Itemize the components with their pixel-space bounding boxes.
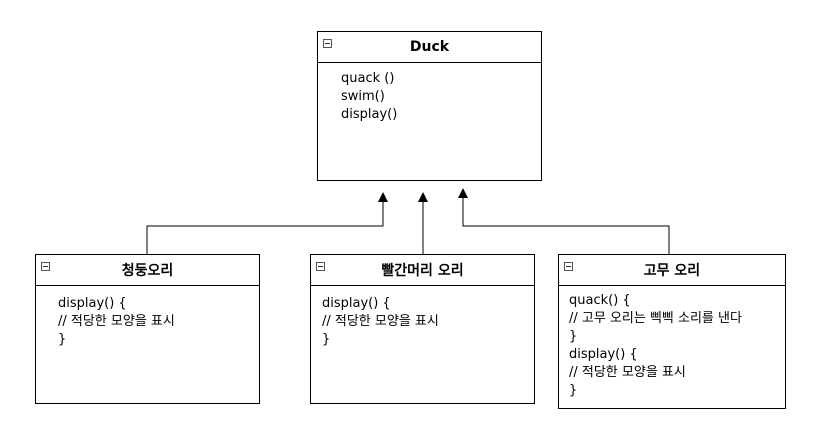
method-swim: swim() [341, 89, 385, 104]
arrow-child1-to-duck [146, 192, 388, 254]
class-header-rubber-duck: 고무 오리 [559, 255, 785, 286]
class-title-duck: Duck [409, 39, 450, 55]
collapse-icon[interactable] [316, 262, 325, 271]
code-line: // 적당한 모양을 표시 [569, 365, 686, 380]
class-box-rubber-duck[interactable]: 고무 오리 quack() { // 고무 오리는 삑삑 소리를 낸다 } di… [558, 254, 786, 409]
class-box-redhead[interactable]: 빨간머리 오리 display() { // 적당한 모양을 표시 } [310, 254, 535, 404]
code-line: display() { [58, 296, 127, 311]
code-line: display() { [322, 296, 391, 311]
class-body-rubber-duck: quack() { // 고무 오리는 삑삑 소리를 낸다 } display(… [559, 286, 785, 400]
class-header-redhead: 빨간머리 오리 [311, 255, 534, 286]
method-display: display() [341, 107, 398, 122]
code-line: } [322, 332, 331, 347]
collapse-icon[interactable] [41, 262, 50, 271]
class-body-redhead: display() { // 적당한 모양을 표시 } [311, 286, 534, 349]
class-title-redhead: 빨간머리 오리 [381, 263, 464, 279]
class-body-duck: quack () swim() display() [318, 63, 541, 124]
class-box-mallard[interactable]: 청둥오리 display() { // 적당한 모양을 표시 } [35, 254, 260, 404]
code-line: // 적당한 모양을 표시 [322, 314, 439, 329]
code-line: // 고무 오리는 삑삑 소리를 낸다 [569, 311, 742, 326]
arrow-child3-to-duck [458, 188, 670, 254]
method-quack: quack () [341, 71, 395, 86]
class-title-mallard: 청둥오리 [121, 263, 174, 279]
class-title-rubber-duck: 고무 오리 [643, 263, 701, 279]
class-header-duck: Duck [318, 32, 541, 63]
code-line: quack() { [569, 293, 631, 308]
code-line: display() { [569, 347, 638, 362]
code-line: // 적당한 모양을 표시 [58, 314, 175, 329]
code-line: } [569, 329, 578, 344]
collapse-icon[interactable] [564, 262, 573, 271]
collapse-icon[interactable] [323, 39, 332, 48]
class-header-mallard: 청둥오리 [36, 255, 259, 286]
code-line: } [58, 332, 67, 347]
class-body-mallard: display() { // 적당한 모양을 표시 } [36, 286, 259, 349]
code-line: } [569, 383, 578, 398]
class-box-duck[interactable]: Duck quack () swim() display() [317, 31, 542, 181]
